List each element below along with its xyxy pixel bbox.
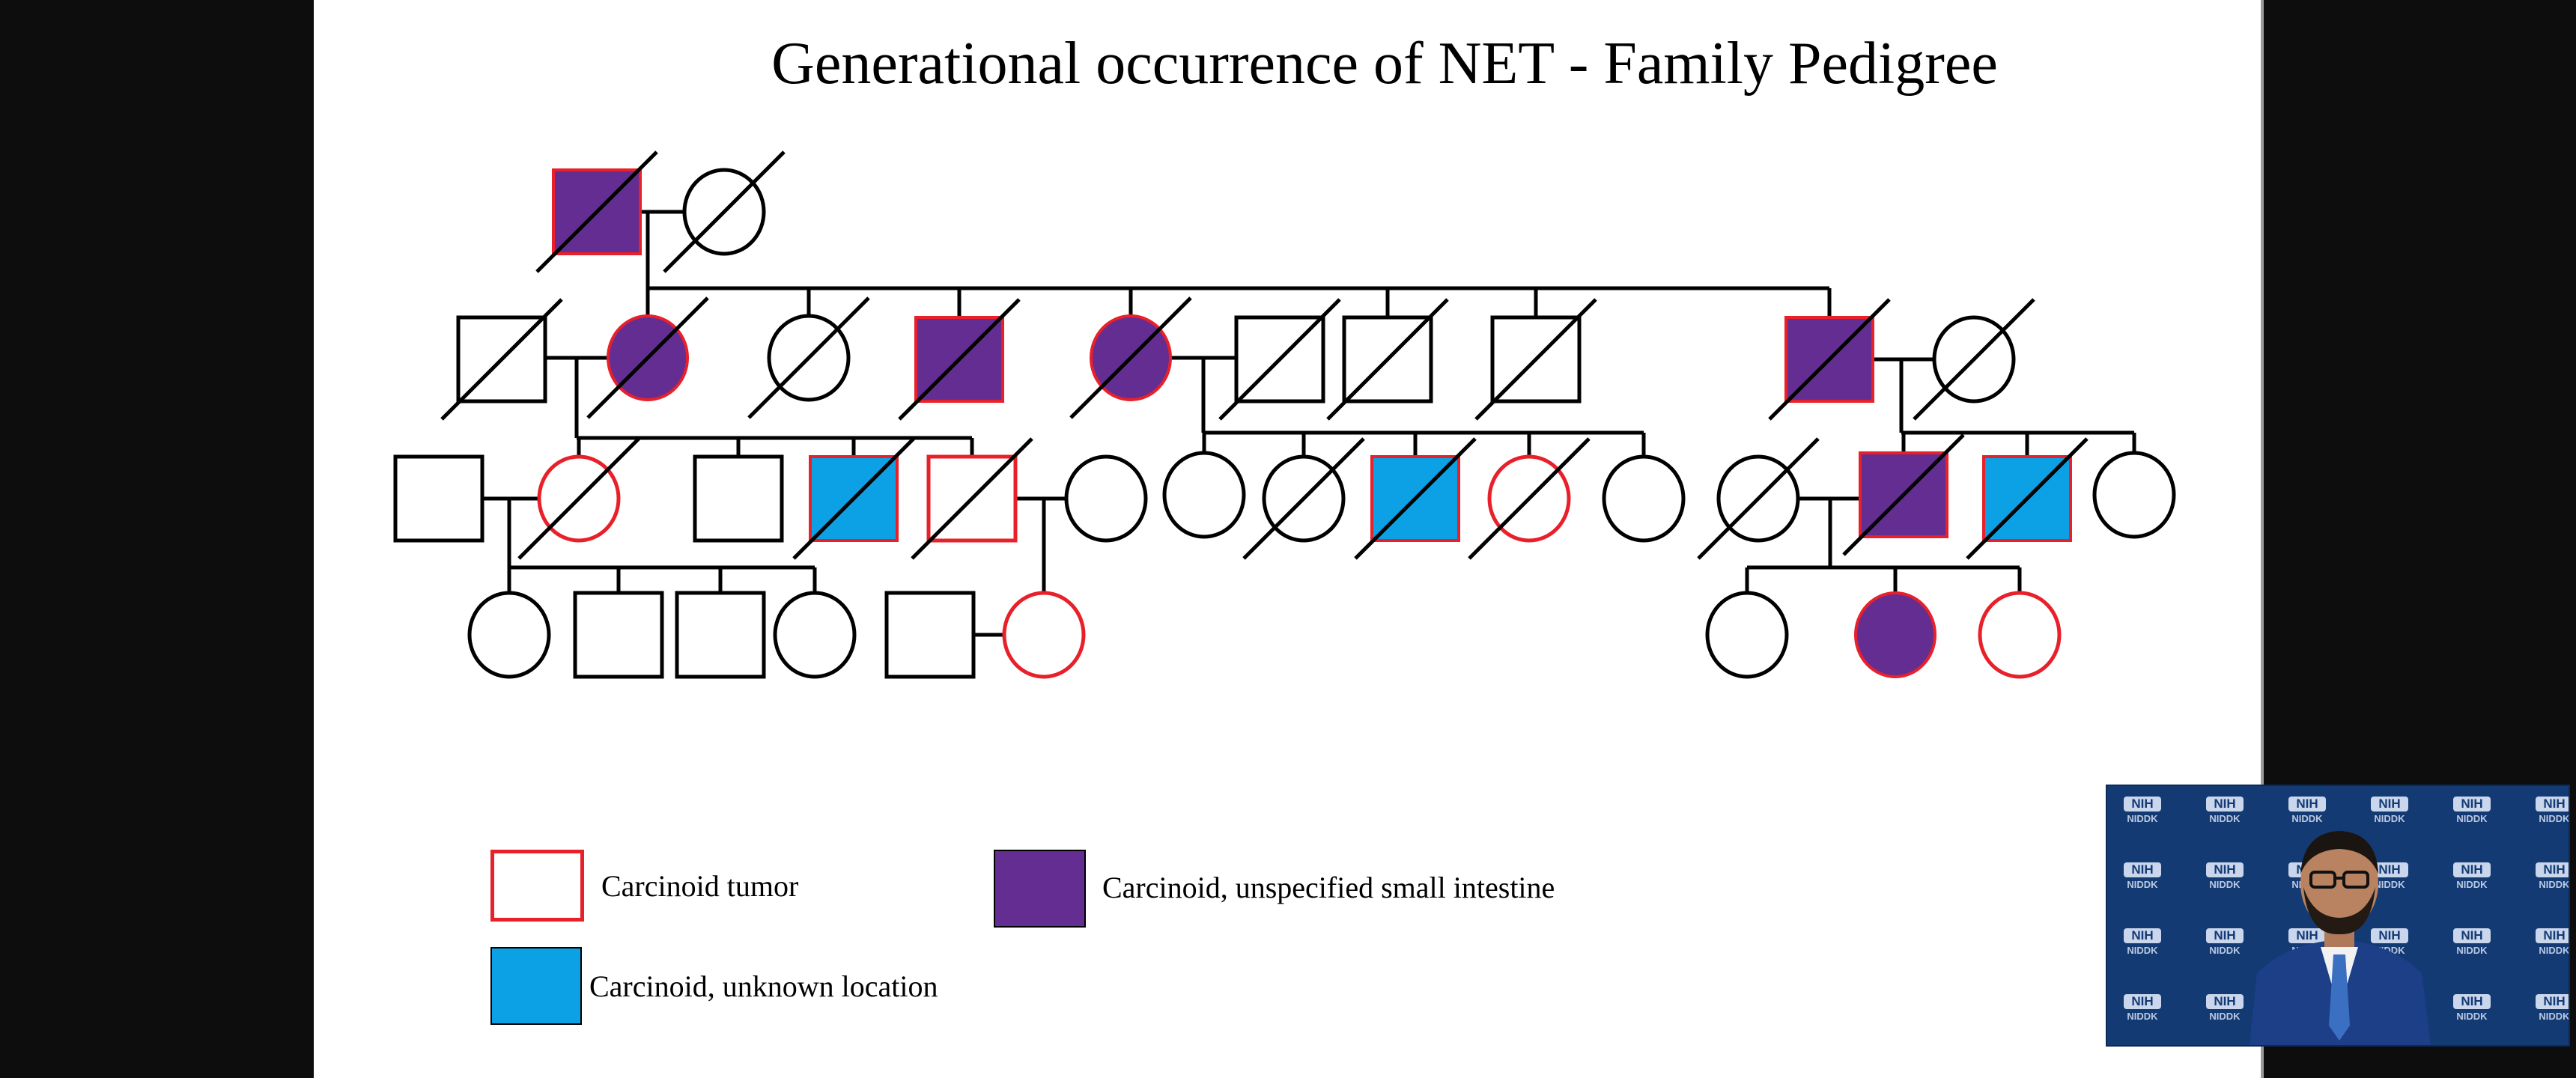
deceased-slash-III14: [1966, 437, 2089, 560]
speaker-beard: [2303, 887, 2375, 935]
pedigree-female-IV9: [1978, 591, 2062, 679]
speaker-hair: [2300, 831, 2378, 874]
deceased-slash-III5: [911, 437, 1033, 560]
legend-swatch-carcinoid-tumor: [490, 850, 584, 922]
presentation-slide: Generational occurrence of NET - Family …: [314, 0, 2261, 1078]
pedigree-female-IV7: [1705, 591, 1789, 679]
pedigree-female-IV6: [1002, 591, 1086, 679]
deceased-slash-III13: [1842, 433, 1965, 556]
deceased-slash-I2: [663, 150, 786, 273]
slide-title: Generational occurrence of NET - Family …: [771, 31, 1998, 97]
legend-label-carcinoid-unknown-location: Carcinoid, unknown location: [589, 969, 938, 1003]
deceased-slash-II6: [1218, 298, 1341, 421]
deceased-slash-II8: [1474, 298, 1597, 421]
deceased-slash-II7: [1326, 298, 1449, 421]
legend-label-carcinoid-tumor: Carcinoid tumor: [601, 869, 799, 903]
deceased-slash-II1: [440, 298, 563, 421]
pedigree-female-IV4: [773, 591, 857, 679]
pedigree-female-IV1: [467, 591, 551, 679]
pedigree-female-III15: [2092, 451, 2176, 539]
deceased-slash-II3: [747, 296, 870, 419]
pedigree-male-III3: [693, 454, 784, 543]
speaker-tie: [2329, 954, 2350, 1041]
deceased-slash-III10: [1468, 437, 1591, 560]
speaker-video: [2250, 831, 2431, 1045]
pedigree-female-III6: [1064, 454, 1148, 543]
slide-edge-divider: [2261, 0, 2264, 1078]
deceased-slash-II5: [1069, 296, 1192, 419]
pedigree-male-IV2: [573, 591, 664, 679]
deceased-slash-III4: [792, 437, 915, 560]
legend-label-carcinoid-small-intestine: Carcinoid, unspecified small intestine: [1102, 871, 1555, 904]
deceased-slash-II2: [586, 296, 709, 419]
deceased-slash-I1: [535, 150, 658, 273]
speaker-head: [2300, 835, 2378, 931]
pedigree-male-IV3: [675, 591, 766, 679]
deceased-slash-II4: [898, 298, 1021, 421]
pedigree-female-III11: [1602, 454, 1686, 543]
pedigree-male-IV5: [884, 591, 976, 679]
deceased-slash-II9: [1768, 298, 1891, 421]
deceased-slash-III2: [517, 437, 640, 560]
deceased-slash-III9: [1354, 437, 1477, 560]
pedigree-male-III1: [393, 454, 484, 543]
deceased-slash-II10: [1913, 298, 2035, 421]
pedigree-female-IV8: [1854, 591, 1936, 678]
pedigree-female-III7: [1162, 451, 1246, 539]
pedigree-diagram: [393, 150, 2176, 679]
deceased-slash-III12: [1697, 437, 1820, 560]
deceased-slash-III8: [1242, 437, 1365, 560]
legend-swatch-carcinoid-unknown-location: [490, 947, 582, 1025]
legend-swatch-carcinoid-small-intestine: [994, 850, 1086, 928]
